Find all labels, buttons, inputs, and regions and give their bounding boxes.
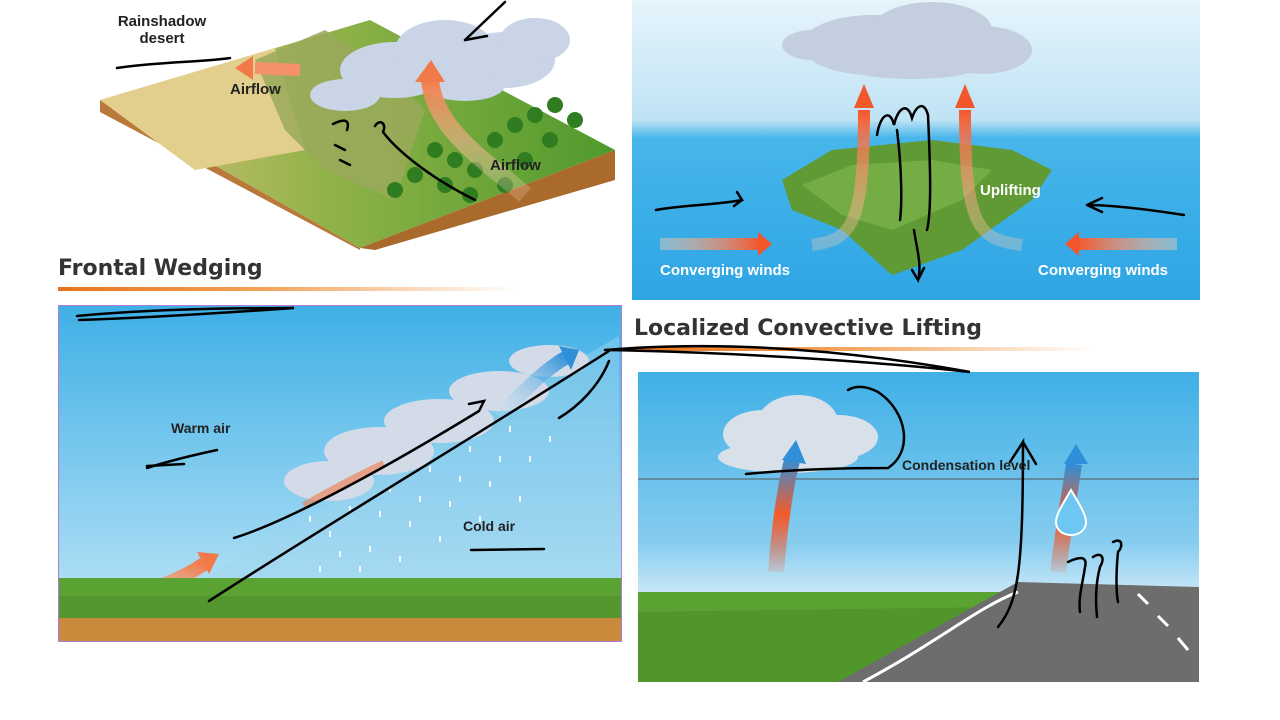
uplift-arrow-right — [955, 84, 1023, 251]
convective-lifting-panel: Condensation level — [638, 372, 1199, 682]
frontal-soil — [59, 618, 621, 641]
annotation-ink-convective — [744, 385, 1123, 629]
heading-localized-convective-lifting: Localized Convective Lifting — [634, 316, 983, 341]
convergence-cloud — [782, 2, 1032, 79]
annotation-ink-convergence — [654, 104, 1186, 284]
convergence-illustration — [654, 2, 1186, 284]
label-converging-winds-left: Converging winds — [660, 262, 791, 279]
terrain-block-side-right — [360, 150, 615, 250]
annotation-ink-orographic — [115, 0, 507, 202]
label-rainshadow-desert: Rainshadow desert — [117, 13, 207, 47]
converging-arrow-right — [1065, 232, 1177, 256]
desert-area — [100, 48, 305, 170]
rain-drops — [309, 426, 551, 572]
orographic-lifting-panel: Rainshadow desert Airflow Airflow — [95, 0, 620, 250]
frontal-warm-rising-arrow — [302, 460, 386, 510]
heading-frontal-wedging: Frontal Wedging — [58, 256, 263, 281]
label-airflow-right: Airflow — [490, 157, 541, 174]
convective-illustration — [638, 385, 1199, 682]
airflow-arrow-left — [235, 56, 301, 80]
orographic-cloud — [310, 18, 570, 111]
road-markings — [1136, 592, 1190, 651]
orographic-illustration — [100, 0, 615, 250]
label-cold-air: Cold air — [463, 518, 516, 534]
heading-rule-frontal — [58, 287, 518, 291]
frontal-wedging-panel: Warm air Cold air — [58, 305, 622, 642]
label-condensation-level: Condensation level — [902, 457, 1031, 473]
label-uplifting: Uplifting — [980, 182, 1041, 199]
road — [838, 582, 1199, 682]
label-airflow-left: Airflow — [230, 81, 281, 98]
thermal-arrow-left — [768, 440, 806, 573]
frontal-illustration — [59, 306, 621, 641]
frontal-cool-arrow — [494, 346, 579, 421]
uplift-arrow-left — [811, 84, 874, 251]
label-warm-air: Warm air — [171, 420, 231, 436]
airflow-arrow-right — [415, 60, 531, 202]
water-droplet — [1054, 488, 1088, 537]
converging-arrow-left — [660, 232, 772, 256]
label-converging-winds-right: Converging winds — [1038, 262, 1169, 279]
heading-rule-convective — [634, 347, 1094, 351]
convergence-panel: Uplifting Converging winds Converging wi… — [632, 0, 1200, 300]
